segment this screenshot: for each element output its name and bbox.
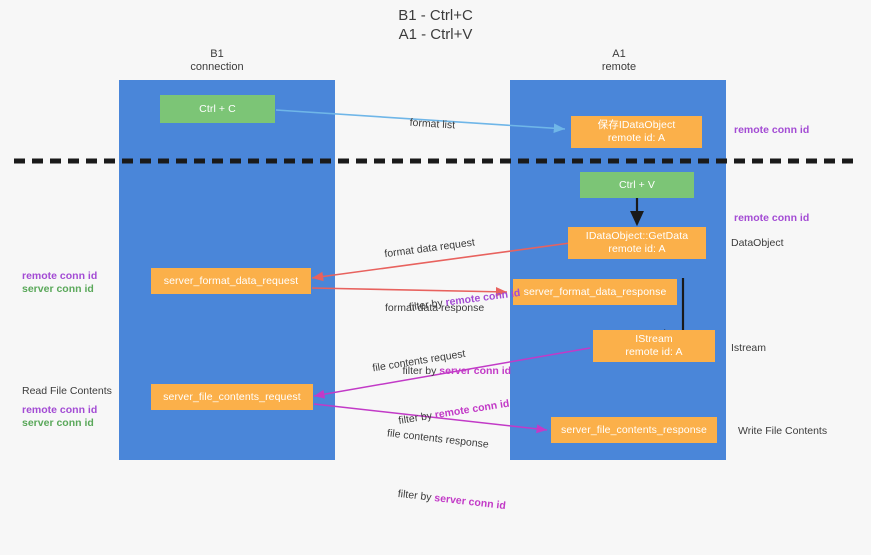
edge-label-file-contents-request-line1: file contents request bbox=[371, 347, 467, 375]
annotation-left-remote-conn-id-file: remote conn id bbox=[22, 404, 98, 416]
node-ctrl-c[interactable]: Ctrl + C bbox=[160, 95, 275, 123]
edge-label-format-data-response-value: server conn id bbox=[439, 365, 512, 377]
node-istream-line2: remote id: A bbox=[625, 346, 683, 358]
arrow-format-list bbox=[275, 109, 566, 134]
node-idataobject-getdata[interactable]: IDataObject::GetData remote id: A bbox=[568, 227, 706, 259]
edge-label-format-list: format list bbox=[397, 101, 457, 146]
node-server-format-data-request[interactable]: server_format_data_request bbox=[151, 268, 311, 294]
node-idataobject-getdata-line1: IDataObject::GetData bbox=[585, 230, 689, 242]
node-save-idataobject[interactable]: 保存IDataObject remote id: A bbox=[571, 116, 702, 148]
edge-label-format-list-line1: format list bbox=[409, 116, 456, 132]
edge-label-format-data-response: format data response filter by server co… bbox=[385, 273, 511, 420]
annotation-right-dataobject: DataObject bbox=[731, 237, 784, 249]
node-server-format-data-response-line1: server_format_data_response bbox=[523, 285, 667, 298]
arrow-format-data-request bbox=[311, 242, 571, 282]
arrow-file-contents-request bbox=[313, 347, 591, 399]
node-istream[interactable]: IStream remote id: A bbox=[593, 330, 715, 362]
node-server-file-contents-response[interactable]: server_file_contents_response bbox=[551, 417, 717, 443]
column-header-a1: A1 remote bbox=[601, 48, 637, 73]
node-idataobject-getdata-line2: remote id: A bbox=[608, 243, 666, 255]
diagram-title: B1 - Ctrl+C A1 - Ctrl+V bbox=[398, 7, 473, 43]
node-server-file-contents-request[interactable]: server_file_contents_request bbox=[151, 384, 313, 410]
annotation-left-remote-conn-id-format: remote conn id bbox=[22, 270, 98, 282]
node-server-file-contents-request-line1: server_file_contents_request bbox=[163, 390, 301, 403]
edge-label-file-contents-response-line1: file contents response bbox=[386, 427, 490, 451]
edge-label-file-contents-response-line2: filter by server conn id bbox=[378, 471, 508, 527]
edge-label-format-data-response-prefix: filter by bbox=[402, 365, 440, 377]
node-ctrl-v-line1: Ctrl + V bbox=[618, 178, 656, 191]
edge-label-format-data-response-line2: filter by server conn id bbox=[385, 350, 512, 392]
node-save-idataobject-line1: 保存IDataObject bbox=[597, 119, 676, 131]
annotation-right-write-file-contents: Write File Contents bbox=[738, 425, 828, 437]
annotation-right-remote-conn-id-top: remote conn id bbox=[734, 124, 810, 136]
edge-label-format-data-request-line1: format data request bbox=[383, 236, 476, 261]
annotation-right-istream: Istream bbox=[731, 342, 767, 354]
node-ctrl-c-line1: Ctrl + C bbox=[199, 102, 236, 115]
node-server-format-data-request-line1: server_format_data_request bbox=[163, 274, 299, 287]
annotation-left-server-conn-id-file: server conn id bbox=[22, 417, 94, 429]
edge-label-file-contents-response: file contents response filter by server … bbox=[375, 398, 516, 554]
edge-label-file-contents-response-value: server conn id bbox=[433, 492, 507, 513]
arrow-format-data-response bbox=[311, 286, 508, 297]
annotation-left-read-file-contents: Read File Contents bbox=[22, 385, 112, 397]
edge-label-file-contents-response-prefix: filter by bbox=[397, 487, 436, 504]
arrow-file-contents-response bbox=[313, 403, 548, 434]
node-istream-line1: IStream bbox=[635, 333, 673, 345]
edge-label-format-data-response-line1: format data response bbox=[385, 302, 485, 314]
node-server-file-contents-response-line1: server_file_contents_response bbox=[561, 423, 707, 436]
connector-layer bbox=[14, 109, 860, 434]
node-server-format-data-response[interactable]: server_format_data_response bbox=[513, 279, 677, 305]
node-save-idataobject-line2: remote id: A bbox=[607, 132, 666, 144]
diagram-canvas: B1 - Ctrl+C A1 - Ctrl+V B1 connection A1… bbox=[14, 7, 860, 512]
column-header-b1: B1 connection bbox=[190, 48, 244, 73]
annotation-left-server-conn-id-format: server conn id bbox=[22, 283, 94, 295]
node-ctrl-v[interactable]: Ctrl + V bbox=[580, 172, 694, 198]
annotation-right-remote-conn-id-mid: remote conn id bbox=[734, 212, 810, 224]
